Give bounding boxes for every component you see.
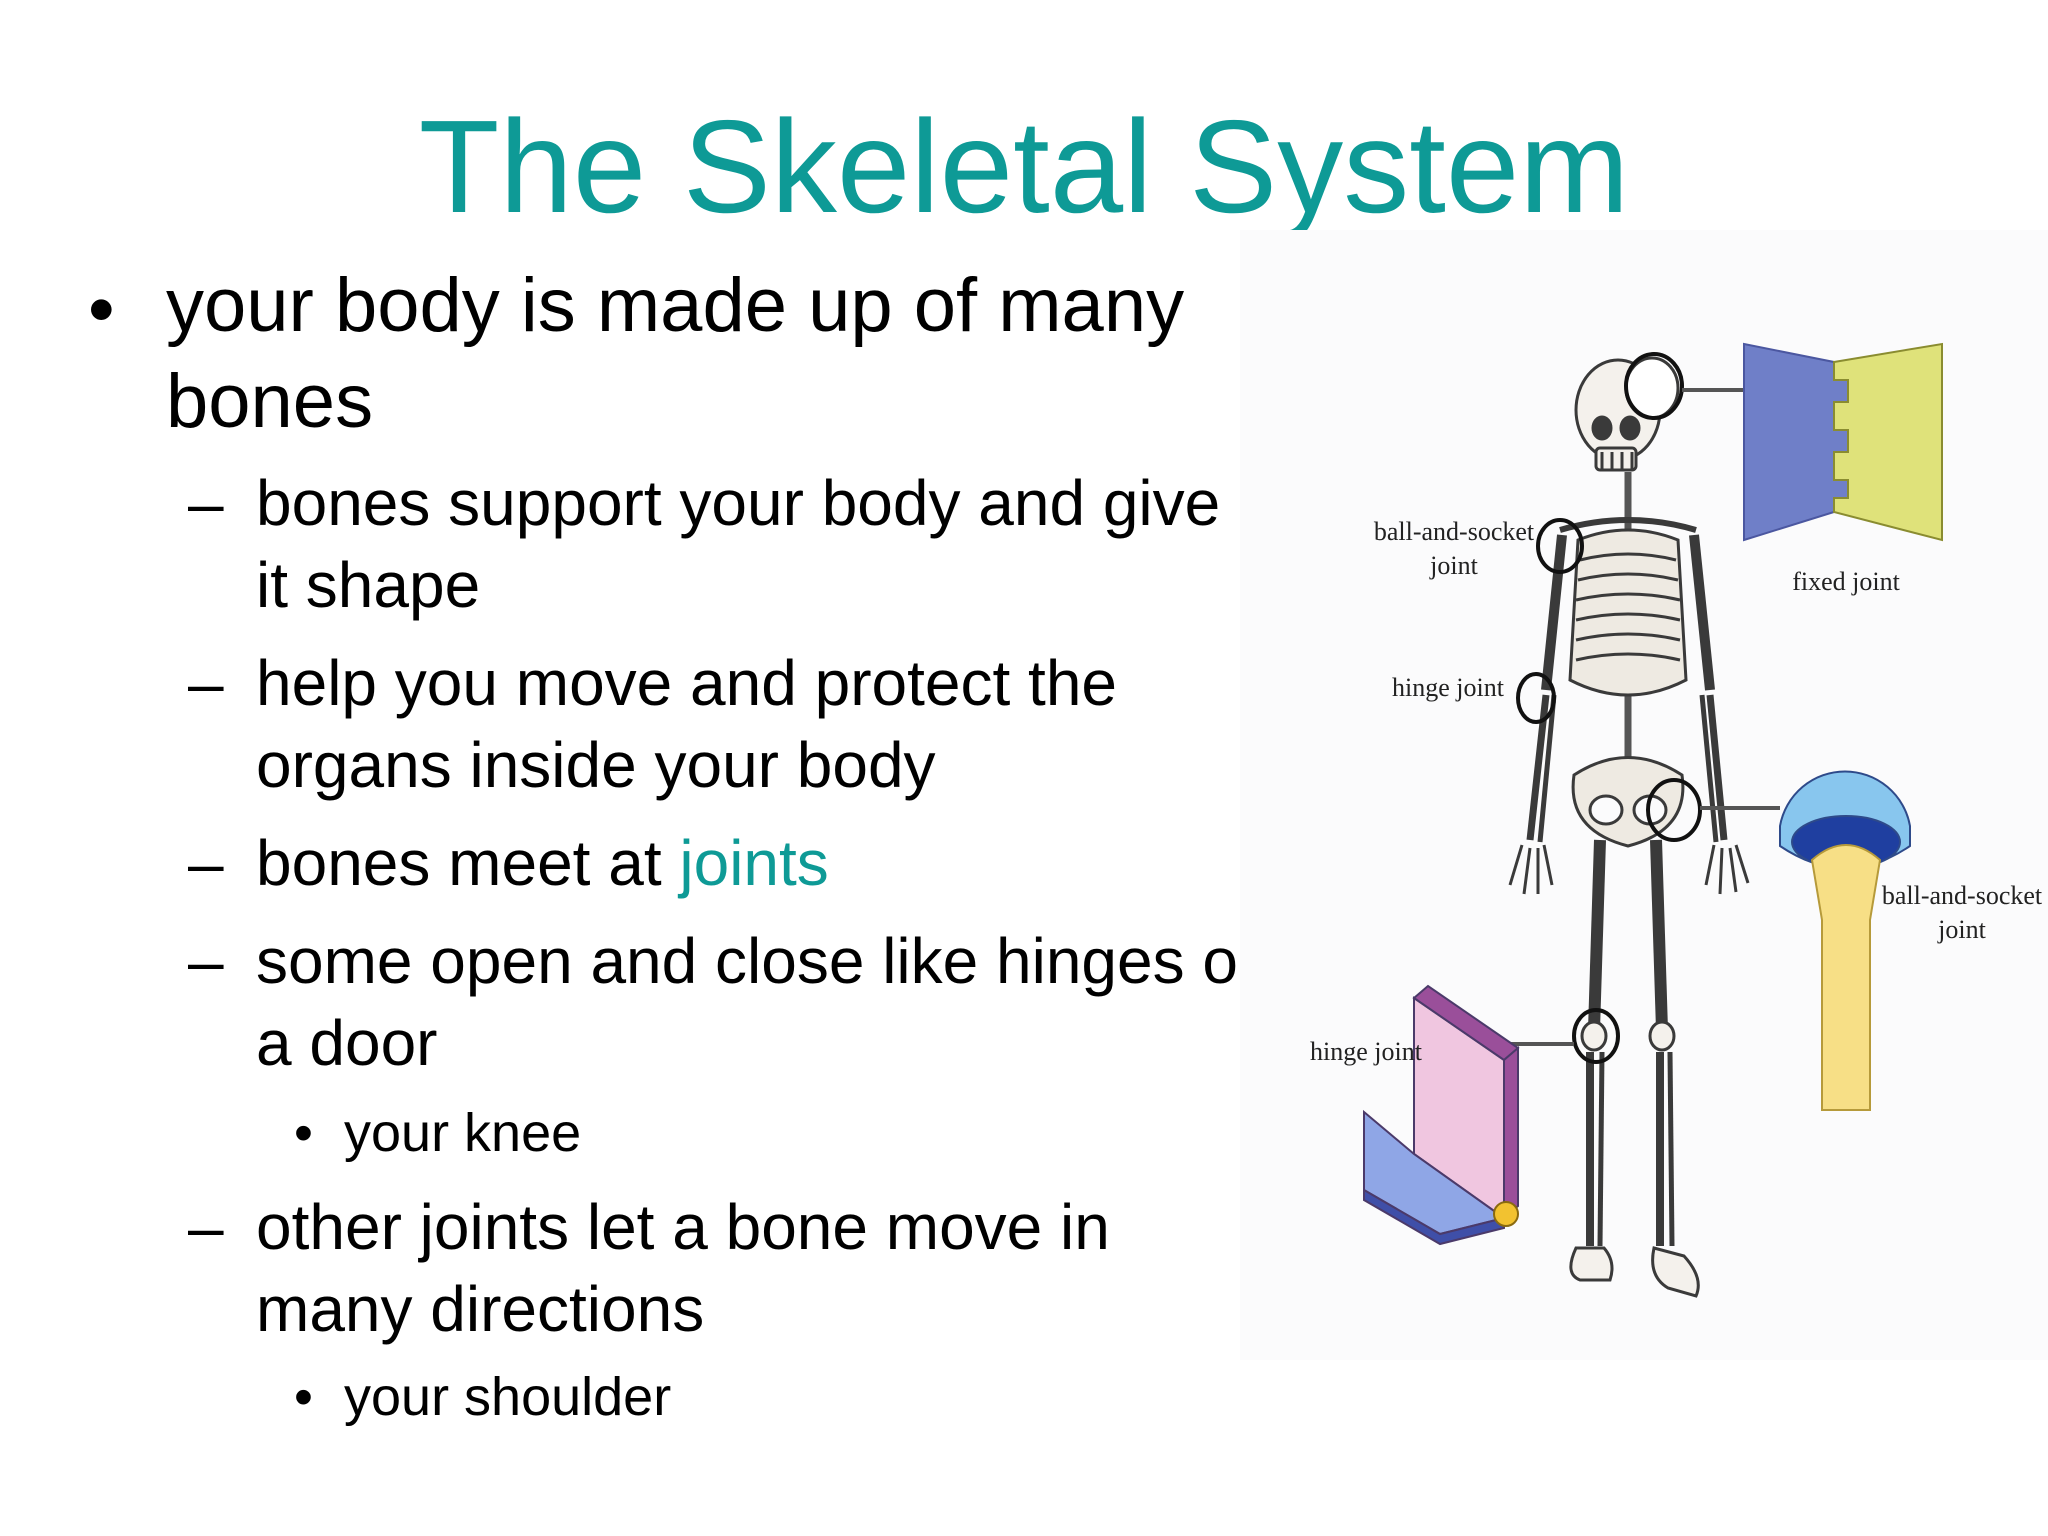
fixed-joint-left-plate xyxy=(1743,342,1849,542)
item5-line2: many directions xyxy=(256,1273,705,1345)
bullet-list: • your body is made up of many bones – b… xyxy=(88,263,1240,1427)
label-fixed-joint: fixed joint xyxy=(1792,567,1900,596)
dash-marker: – xyxy=(188,467,224,539)
elbow-joint-marker xyxy=(1516,672,1556,724)
ball-socket-bone xyxy=(1810,844,1882,1111)
label-ball-socket-upper-1: ball-and-socket xyxy=(1374,517,1535,546)
label-hinge-lower: hinge joint xyxy=(1310,1037,1423,1066)
hinge-side-edge xyxy=(1503,1045,1519,1221)
skeleton-illustration xyxy=(1508,356,1750,1298)
skull-joint-marker xyxy=(1624,352,1684,420)
sub-bullet-marker: • xyxy=(294,1103,313,1163)
item4-line1: some open and close like hinges on xyxy=(256,925,1240,997)
item5-sub: your shoulder xyxy=(344,1367,672,1427)
item1-line2: it shape xyxy=(256,549,481,621)
label-ball-socket-upper-2: joint xyxy=(1429,551,1478,580)
dash-marker: – xyxy=(188,647,224,719)
item5-line1: other joints let a bone move in xyxy=(256,1191,1110,1263)
dash-marker: – xyxy=(188,1191,224,1263)
dash-marker: – xyxy=(188,827,224,899)
item3-line: bones meet at joints xyxy=(256,822,829,904)
joint-markers xyxy=(1516,352,1702,1064)
fixed-joint-right-plate xyxy=(1833,342,1943,542)
bullet-marker: • xyxy=(88,267,115,352)
item4-line2: a door xyxy=(256,1007,438,1079)
item2-line1: help you move and protect the xyxy=(256,647,1117,719)
hinge-pin xyxy=(1493,1201,1519,1227)
fixed-joint-illustration xyxy=(1743,342,1943,542)
item1-line1: bones support your body and give xyxy=(256,467,1221,539)
label-ball-socket-lower-2: joint xyxy=(1937,915,1986,944)
label-ball-socket-lower-1: ball-and-socket xyxy=(1882,881,2043,910)
skeleton-joints-figure: ball-and-socket joint fixed joint hinge … xyxy=(1240,230,2048,1360)
sub-bullet-marker: • xyxy=(294,1367,313,1427)
joints-link[interactable]: joints xyxy=(679,827,829,899)
slide-title: The Skeletal System xyxy=(418,93,1630,240)
hinge-joint-illustration xyxy=(1363,984,1520,1246)
dash-marker: – xyxy=(188,925,224,997)
item2-line2: organs inside your body xyxy=(256,729,936,801)
bullet-main-line1: your body is made up of many xyxy=(166,263,1185,348)
item3-prefix: bones meet at xyxy=(256,827,680,899)
shoulder-joint-marker xyxy=(1536,518,1584,574)
bullet-main-line2: bones xyxy=(166,359,374,444)
skeleton-diagram: ball-and-socket joint fixed joint hinge … xyxy=(1310,342,2043,1298)
label-hinge-upper: hinge joint xyxy=(1392,673,1505,702)
item4-sub: your knee xyxy=(344,1103,582,1163)
knee-joint-marker xyxy=(1572,1008,1620,1064)
ball-socket-illustration xyxy=(1779,770,1911,1111)
